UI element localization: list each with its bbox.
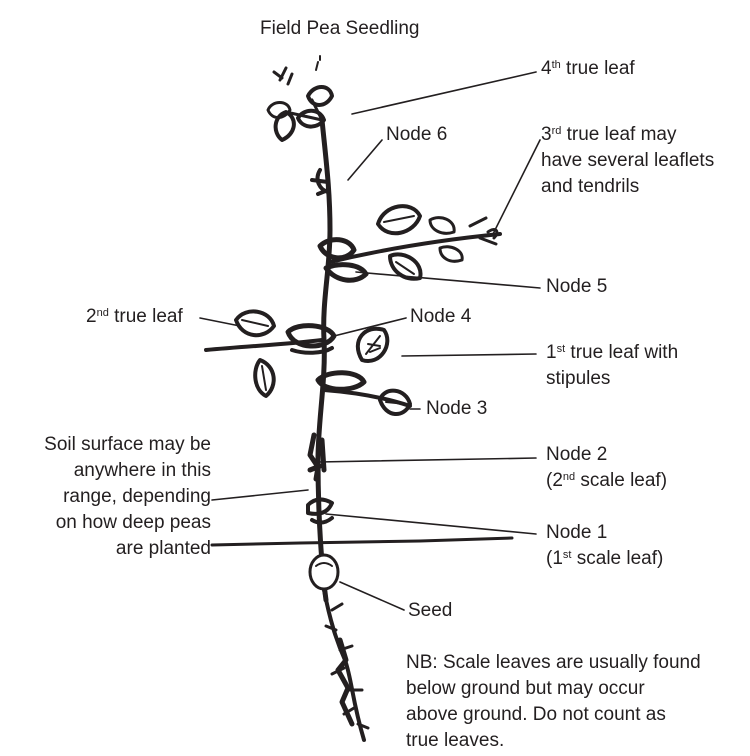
soil-surface-note: Soil surface may be anywhere in this ran…	[6, 432, 211, 562]
seed-shape	[310, 555, 338, 589]
pointer-leaf3	[492, 140, 540, 236]
pointer-node2	[318, 458, 536, 462]
nb-note: NB: Scale leaves are usually found below…	[406, 650, 746, 754]
label-node-4: Node 4	[410, 304, 471, 330]
label-seed: Seed	[408, 598, 452, 624]
third-true-leaf	[320, 206, 500, 280]
label-node-6: Node 6	[386, 122, 447, 148]
label-2nd-true-leaf: 2nd true leaf	[86, 304, 183, 330]
pointer-leaf4	[352, 72, 536, 114]
label-3rd-true-leaf: 3rd true leaf may have several leaflets …	[541, 122, 714, 200]
pointer-node1	[326, 514, 536, 534]
second-true-leaf	[206, 311, 334, 396]
pointer-lines	[200, 72, 540, 610]
pointer-soil	[212, 490, 308, 500]
soil-surface-line	[212, 538, 512, 545]
pointer-node5	[356, 272, 540, 288]
label-4th-true-leaf: 4th true leaf	[541, 56, 635, 82]
pointer-leaf2	[200, 318, 240, 326]
pointer-node4	[334, 318, 406, 336]
pointer-seed	[340, 582, 404, 610]
label-node-5: Node 5	[546, 274, 607, 300]
label-1st-true-leaf: 1st true leaf with stipules	[546, 340, 678, 392]
pointer-node6	[348, 140, 382, 180]
pointer-leaf1	[402, 354, 536, 356]
diagram-title: Field Pea Seedling	[260, 18, 420, 40]
label-node-1: Node 1 (1st scale leaf)	[546, 520, 663, 572]
label-node-2: Node 2 (2nd scale leaf)	[546, 442, 667, 494]
label-node-3: Node 3	[426, 396, 487, 422]
